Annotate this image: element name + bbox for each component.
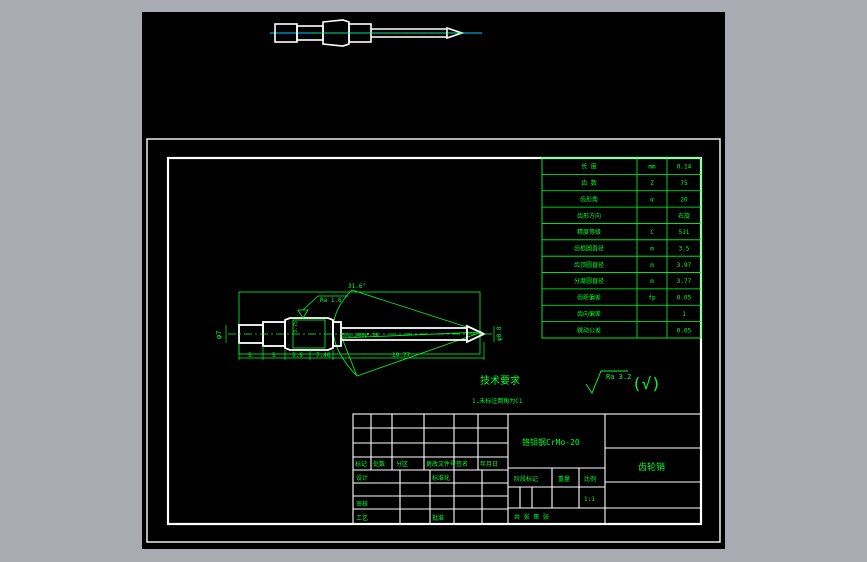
tech-req-line1: 1.未标注倒角为C1 — [472, 397, 523, 405]
material-label: 铬钼钢CrMo-20 — [522, 437, 580, 447]
title-block — [352, 413, 702, 525]
reviewer-label: 审核 — [356, 500, 368, 508]
drawing-name: 齿轮销 — [638, 461, 665, 473]
designer-label: 设计 — [356, 474, 368, 482]
dim-seg1: 5 — [248, 352, 252, 359]
dim-seg3: 5.6 — [292, 352, 303, 359]
param-value: 511 — [679, 229, 690, 236]
param-symbol: m — [650, 262, 654, 269]
param-value: 3.77 — [677, 278, 692, 285]
param-name: 分度圆直径 — [574, 277, 604, 285]
param-name: 齿形角 — [580, 195, 598, 203]
param-value: 0.05 — [677, 327, 692, 334]
param-value: 0.05 — [677, 295, 692, 302]
title-block-col-label: 签名 — [456, 460, 468, 468]
param-name: 齿 数 — [581, 179, 597, 187]
dim-mid-dia: 3.75 — [293, 321, 299, 333]
param-value: 1 — [682, 311, 686, 318]
standardization-label: 标准化 — [432, 474, 450, 482]
title-block-col-label: 更改文件号 — [426, 460, 456, 468]
param-value: 3.97 — [677, 262, 692, 269]
param-name: 长 度 — [581, 163, 597, 171]
param-value: 右旋 — [678, 212, 690, 220]
param-symbol: C — [650, 229, 654, 236]
param-symbol: Z — [650, 180, 654, 187]
param-value: 0.14 — [677, 164, 692, 171]
param-symbol: m — [650, 278, 654, 285]
svg-text:(√): (√) — [632, 374, 661, 393]
sheets-label: 共 张 第 张 — [514, 513, 549, 521]
scale-value: 1:1 — [584, 496, 595, 503]
dim-seg2: 5 — [272, 352, 276, 359]
title-block-col-label: 年月日 — [480, 460, 498, 468]
scale-label: 比例 — [584, 475, 596, 483]
dim-tip-dia: φ0.8 — [496, 326, 503, 341]
roughness-mark: Ra 1.6 — [320, 297, 342, 304]
param-value: 3.5 — [679, 246, 690, 253]
param-name: 齿向偏差 — [577, 310, 601, 318]
roughness-symbol: Ra 3.2 (√) — [585, 370, 661, 394]
param-symbol: mm — [648, 164, 656, 171]
svg-text:Ra 3.2: Ra 3.2 — [606, 373, 631, 381]
sheet-border — [146, 138, 721, 543]
dim-seg5: 19.77 — [392, 352, 410, 359]
param-name: 跳动公差 — [577, 326, 601, 334]
dim-seg4: 7.46 — [316, 352, 331, 359]
param-symbol: α — [650, 196, 654, 203]
weight-label: 重量 — [558, 475, 570, 483]
param-name: 齿距偏差 — [577, 294, 601, 302]
param-value: 20 — [680, 196, 688, 203]
part-preview — [270, 19, 482, 47]
approve-label: 批准 — [432, 514, 444, 522]
drawing-frame — [166, 156, 703, 526]
title-block-col-label: 处数 — [373, 460, 385, 468]
stage-mark-label: 阶段标记 — [514, 475, 538, 483]
param-symbol: m — [650, 246, 654, 253]
dim-angle: 31.6° — [348, 283, 366, 290]
title-block-col-label: 标记 — [355, 460, 367, 468]
dim-diameter-left: φ7 — [215, 331, 223, 339]
main-part-drawing — [225, 289, 495, 377]
tech-req-title: 技术要求 — [480, 374, 520, 387]
param-value: 75 — [680, 180, 688, 187]
param-name: 齿顶圆直径 — [574, 261, 604, 269]
title-block-col-label: 分区 — [396, 460, 408, 468]
dim-thread: 5/8-24UNF-2A — [342, 333, 378, 339]
process-label: 工艺 — [356, 514, 368, 522]
param-symbol: fp — [648, 295, 656, 302]
param-name: 精度等级 — [577, 228, 601, 236]
param-name: 齿根圆直径 — [574, 245, 604, 253]
param-name: 齿形方向 — [577, 212, 601, 220]
